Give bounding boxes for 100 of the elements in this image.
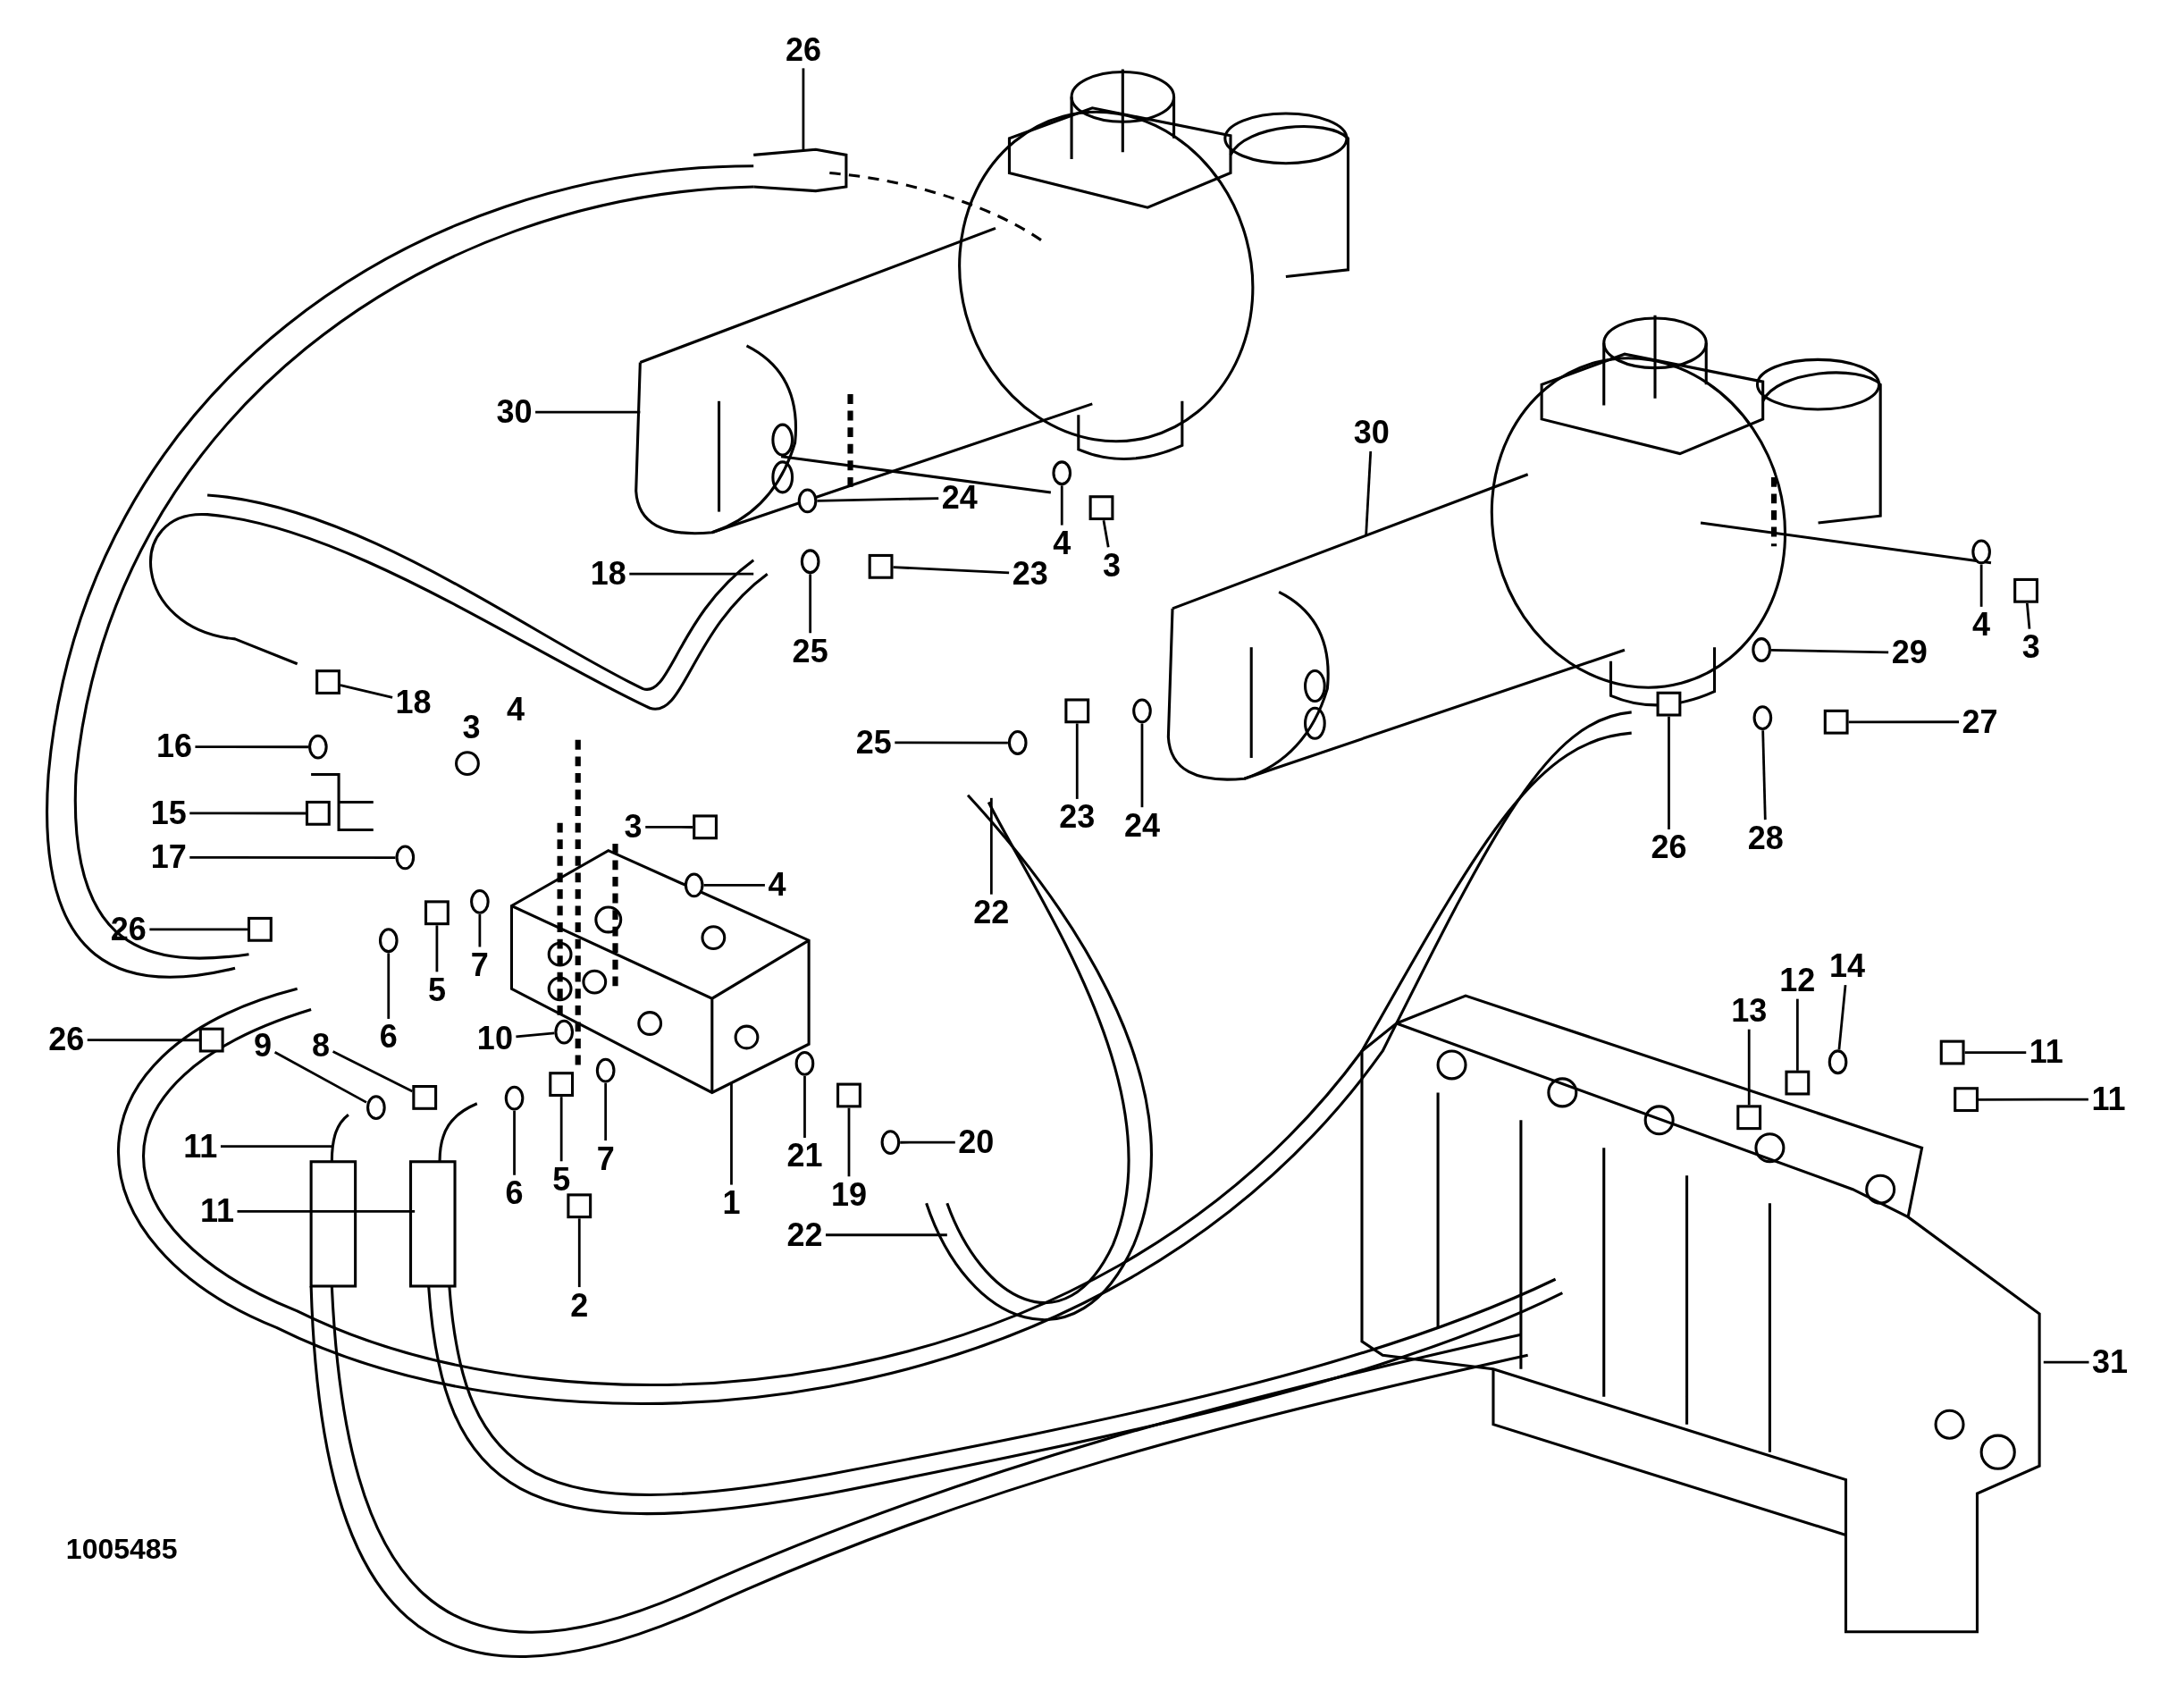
- o-ring: [395, 845, 416, 871]
- leader-line: [730, 1082, 733, 1185]
- fitting: [567, 1193, 592, 1219]
- fitting: [836, 1082, 861, 1108]
- leader-line: [1979, 564, 1983, 607]
- leader-line: [1761, 730, 1767, 820]
- callout-number: 3: [622, 810, 644, 845]
- o-ring: [554, 1019, 575, 1045]
- callout-number: 27: [1960, 704, 2000, 739]
- leader-line: [195, 745, 309, 749]
- callout-number: 12: [1777, 963, 1818, 997]
- leader-line: [535, 410, 641, 414]
- leader-line: [1848, 720, 1960, 724]
- leader-line: [1747, 1029, 1751, 1106]
- callout-number: 17: [148, 840, 189, 875]
- o-ring: [504, 1085, 525, 1111]
- callout-number: 18: [393, 685, 433, 719]
- o-ring: [308, 734, 328, 760]
- fitting: [1785, 1070, 1811, 1096]
- callout-number: 16: [154, 729, 194, 764]
- o-ring: [378, 928, 399, 954]
- leader-line: [387, 953, 391, 1019]
- o-ring: [1052, 460, 1072, 486]
- callout-number: 11: [181, 1129, 220, 1164]
- fitting: [1823, 709, 1849, 735]
- fitting: [424, 900, 450, 926]
- callout-number: 20: [956, 1124, 996, 1159]
- callout-number: 29: [1889, 635, 1929, 670]
- o-ring: [797, 488, 818, 514]
- fitting: [412, 1085, 438, 1110]
- callout-number: 31: [2090, 1345, 2130, 1379]
- callout-number: 5: [550, 1162, 573, 1197]
- callout-number: 13: [1729, 994, 1769, 1028]
- leader-line: [332, 1050, 413, 1093]
- leader-line: [645, 825, 693, 829]
- callout-number: 24: [939, 481, 979, 515]
- callout-number: 15: [148, 795, 189, 830]
- o-ring: [1971, 539, 1991, 565]
- callout-number: 4: [766, 868, 788, 903]
- callout-number: 3: [462, 711, 481, 744]
- leader-line: [340, 684, 393, 699]
- fitting: [1939, 1039, 1965, 1065]
- callout-number: 30: [494, 395, 534, 430]
- leader-line: [513, 1110, 516, 1175]
- callout-number: 3: [2020, 630, 2042, 665]
- leader-line: [1365, 450, 1373, 535]
- leader-line: [237, 1210, 416, 1213]
- o-ring: [1752, 637, 1771, 662]
- o-ring: [880, 1130, 901, 1155]
- callout-number: 4: [507, 693, 525, 726]
- leader-line: [559, 1097, 563, 1162]
- leader-line: [900, 1140, 955, 1144]
- leader-line: [1668, 716, 1670, 829]
- o-ring: [794, 1050, 815, 1076]
- callout-number: 14: [1828, 949, 1868, 984]
- callout-number: 21: [785, 1139, 825, 1174]
- leader-line: [1075, 723, 1079, 799]
- fitting: [1064, 698, 1090, 724]
- leader-line: [1837, 985, 1847, 1050]
- fitting: [1656, 691, 1682, 717]
- leader-line: [1795, 998, 1799, 1071]
- leader-line: [826, 1233, 947, 1237]
- callout-number: 18: [588, 557, 628, 592]
- leader-line: [1060, 485, 1063, 526]
- fitting: [868, 553, 894, 579]
- callout-number: 8: [309, 1028, 332, 1063]
- fitting: [549, 1072, 575, 1098]
- leader-line: [1102, 519, 1110, 548]
- callout-number: 24: [1122, 808, 1162, 843]
- leader-line: [87, 1039, 199, 1042]
- leader-line: [847, 1107, 851, 1177]
- leader-line: [478, 913, 482, 947]
- fitting: [247, 916, 273, 942]
- callout-number: 25: [853, 725, 894, 760]
- leader-line: [516, 1031, 555, 1039]
- callout-number: 11: [197, 1194, 236, 1229]
- callout-number: 22: [971, 896, 1012, 930]
- callout-number: 22: [785, 1217, 825, 1252]
- o-ring: [366, 1095, 386, 1121]
- leader-line: [893, 566, 1010, 575]
- leader-line: [1140, 723, 1144, 808]
- leader-line: [817, 497, 939, 502]
- leader-line: [1979, 1098, 2088, 1101]
- callout-number: 23: [1057, 800, 1097, 835]
- callout-number: 6: [503, 1176, 525, 1211]
- leader-line: [220, 1145, 332, 1148]
- callout-number: 26: [1649, 830, 1689, 865]
- callout-number: 26: [783, 32, 823, 67]
- o-ring: [470, 888, 490, 914]
- callout-number: 30: [1351, 416, 1391, 450]
- leader-line: [629, 572, 754, 576]
- callout-number: 28: [1745, 820, 1786, 855]
- fitting: [305, 800, 331, 826]
- leader-line: [2043, 1360, 2089, 1364]
- leader-line: [1964, 1051, 2027, 1055]
- callout-number: 4: [1051, 526, 1073, 561]
- callout-number: 7: [468, 947, 491, 982]
- leader-line: [189, 856, 396, 859]
- fitting: [693, 814, 718, 840]
- leader-line: [1770, 648, 1889, 654]
